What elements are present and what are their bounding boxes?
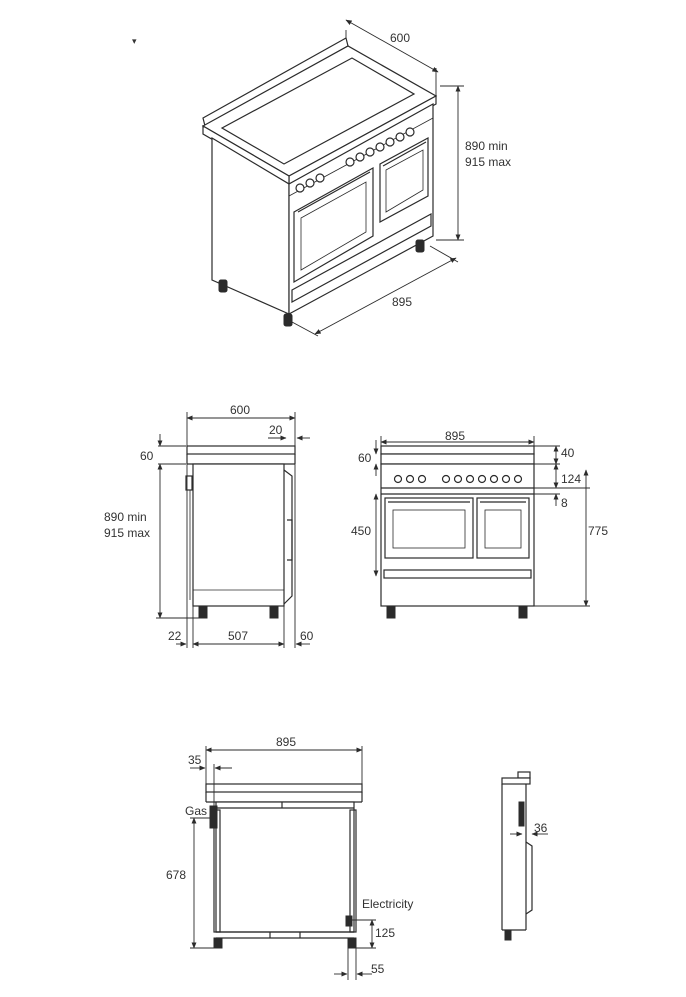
rear-connector: [185, 475, 193, 491]
electricity-connection: [345, 915, 353, 927]
side-depth-label: 600: [230, 403, 250, 417]
front-panel-label: 124: [561, 472, 581, 486]
detail-depth-label: 36: [534, 821, 548, 835]
small-mark: ▾: [132, 36, 137, 46]
iso-width-label: 895: [392, 295, 412, 309]
side-overhang-label: 20: [269, 423, 283, 437]
backguard-detail: [517, 771, 531, 779]
backguard: [380, 445, 535, 455]
front-gap-label: 8: [561, 496, 568, 510]
front-oven-height-label: 450: [351, 524, 371, 538]
detail-side-view: [501, 771, 548, 941]
side-rear-offset-label: 22: [168, 629, 182, 643]
foot: [218, 279, 228, 293]
foot: [347, 937, 357, 949]
worktop: [380, 453, 535, 465]
foot: [518, 605, 528, 619]
install-gas-label: Gas: [185, 804, 207, 818]
body-front: [380, 463, 535, 607]
side-front-offset-label: 60: [300, 629, 314, 643]
iso-depth-label: 600: [390, 31, 410, 45]
right-oven-door: [476, 497, 530, 559]
install-electricity-offset-label: 55: [371, 962, 385, 976]
foot: [504, 929, 512, 941]
connector-detail: [518, 801, 525, 827]
body-side: [192, 463, 285, 607]
install-gas-offset-label: 35: [188, 753, 202, 767]
front-backguard-label: 40: [561, 446, 575, 460]
left-oven-door: [293, 166, 374, 284]
isometric-view: ▾: [132, 19, 464, 337]
control-knobs: [295, 127, 415, 193]
install-electricity-height-label: 125: [375, 926, 395, 940]
install-electricity-label: Electricity: [362, 897, 413, 911]
installation-view: [190, 746, 376, 980]
foot: [269, 605, 279, 619]
side-view: [156, 412, 310, 648]
storage-drawer: [383, 569, 532, 579]
foot: [198, 605, 208, 619]
side-height-min-label: 890 min: [104, 510, 147, 524]
control-knobs: [393, 474, 523, 484]
iso-height-min-label: 890 min: [465, 139, 508, 153]
foot: [415, 239, 425, 253]
cooktop-glass: [220, 57, 416, 165]
install-gas-height-label: 678: [166, 868, 186, 882]
gas-connection: [209, 805, 218, 829]
front-view: [373, 436, 590, 619]
top-slab: [186, 445, 296, 455]
left-oven-door: [384, 497, 474, 559]
foot: [283, 313, 293, 327]
foot: [386, 605, 396, 619]
foot: [213, 937, 223, 949]
side-height-max-label: 915 max: [104, 526, 150, 540]
door-profile: [283, 469, 293, 605]
side-top-height-label: 60: [140, 449, 154, 463]
install-width-label: 895: [276, 735, 296, 749]
side-foot-spacing-label: 507: [228, 629, 248, 643]
front-total-height-label: 775: [588, 524, 608, 538]
storage-drawer: [291, 212, 432, 304]
backguard-top: [205, 783, 363, 793]
iso-height-max-label: 915 max: [465, 155, 511, 169]
front-top-height-label: 60: [358, 451, 372, 465]
right-oven-door: [379, 136, 429, 224]
front-width-label: 895: [445, 429, 465, 443]
body-rear: [215, 801, 355, 933]
